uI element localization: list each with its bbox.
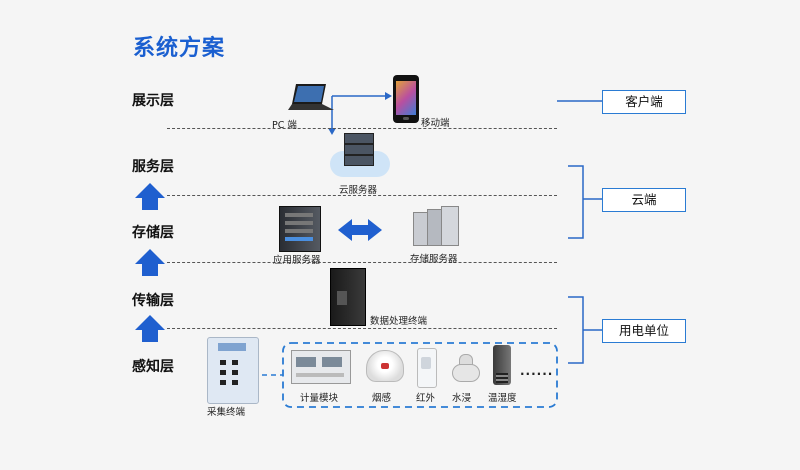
data-terminal-caption: 数据处理终端 bbox=[370, 316, 428, 327]
mobile-caption: 移动端 bbox=[421, 118, 450, 129]
cloud-bracket bbox=[568, 165, 584, 239]
up-arrow-icon bbox=[135, 315, 165, 342]
double-arrow-icon bbox=[338, 219, 382, 241]
collect-terminal-icon bbox=[207, 337, 259, 404]
layer-storage: 存储层 bbox=[132, 225, 174, 241]
sensor-label: 烟感 bbox=[372, 393, 392, 404]
phone-icon bbox=[393, 75, 419, 123]
app-server-caption: 应用服务器 bbox=[273, 255, 321, 266]
storage-server-caption: 存储服务器 bbox=[410, 254, 458, 265]
sensor-label: 水浸 bbox=[452, 393, 472, 404]
sensor-label: 温湿度 bbox=[488, 393, 517, 404]
cloud-server-icon bbox=[330, 133, 390, 178]
smoke-detector-icon bbox=[366, 350, 404, 382]
layer-display: 展示层 bbox=[132, 93, 174, 109]
arrowhead-down bbox=[328, 128, 336, 135]
data-terminal-icon bbox=[330, 268, 366, 326]
temp-humidity-sensor-icon bbox=[493, 345, 511, 385]
up-arrow-icon bbox=[135, 183, 165, 210]
pc-caption: PC 端 bbox=[272, 120, 297, 131]
page-title: 系统方案 bbox=[133, 36, 226, 61]
arrowhead-right bbox=[385, 92, 392, 100]
app-server-icon bbox=[279, 206, 321, 252]
more-ellipsis: ...... bbox=[520, 364, 554, 378]
unit-bracket bbox=[568, 296, 584, 364]
sensor-label: 计量模块 bbox=[300, 393, 339, 404]
client-box: 客户端 bbox=[602, 90, 686, 114]
cloud-box: 云端 bbox=[602, 188, 686, 212]
layer-divider bbox=[167, 195, 557, 196]
layer-divider bbox=[167, 128, 557, 129]
meter-module-icon bbox=[291, 350, 351, 384]
layer-perception: 感知层 bbox=[132, 359, 174, 375]
cloud-server-caption: 云服务器 bbox=[339, 185, 378, 196]
laptop-icon bbox=[288, 82, 336, 112]
water-sensor-icon bbox=[450, 354, 480, 384]
up-arrow-icon bbox=[135, 249, 165, 276]
sensor-label: 红外 bbox=[416, 393, 436, 404]
infrared-sensor-icon bbox=[417, 348, 437, 388]
storage-server-icon bbox=[413, 206, 459, 246]
layer-divider bbox=[167, 262, 557, 263]
collect-terminal-caption: 采集终端 bbox=[207, 407, 246, 418]
user-unit-box: 用电单位 bbox=[602, 319, 686, 343]
layer-transport: 传输层 bbox=[132, 293, 174, 309]
layer-service: 服务层 bbox=[132, 159, 174, 175]
layer-divider bbox=[167, 328, 557, 329]
